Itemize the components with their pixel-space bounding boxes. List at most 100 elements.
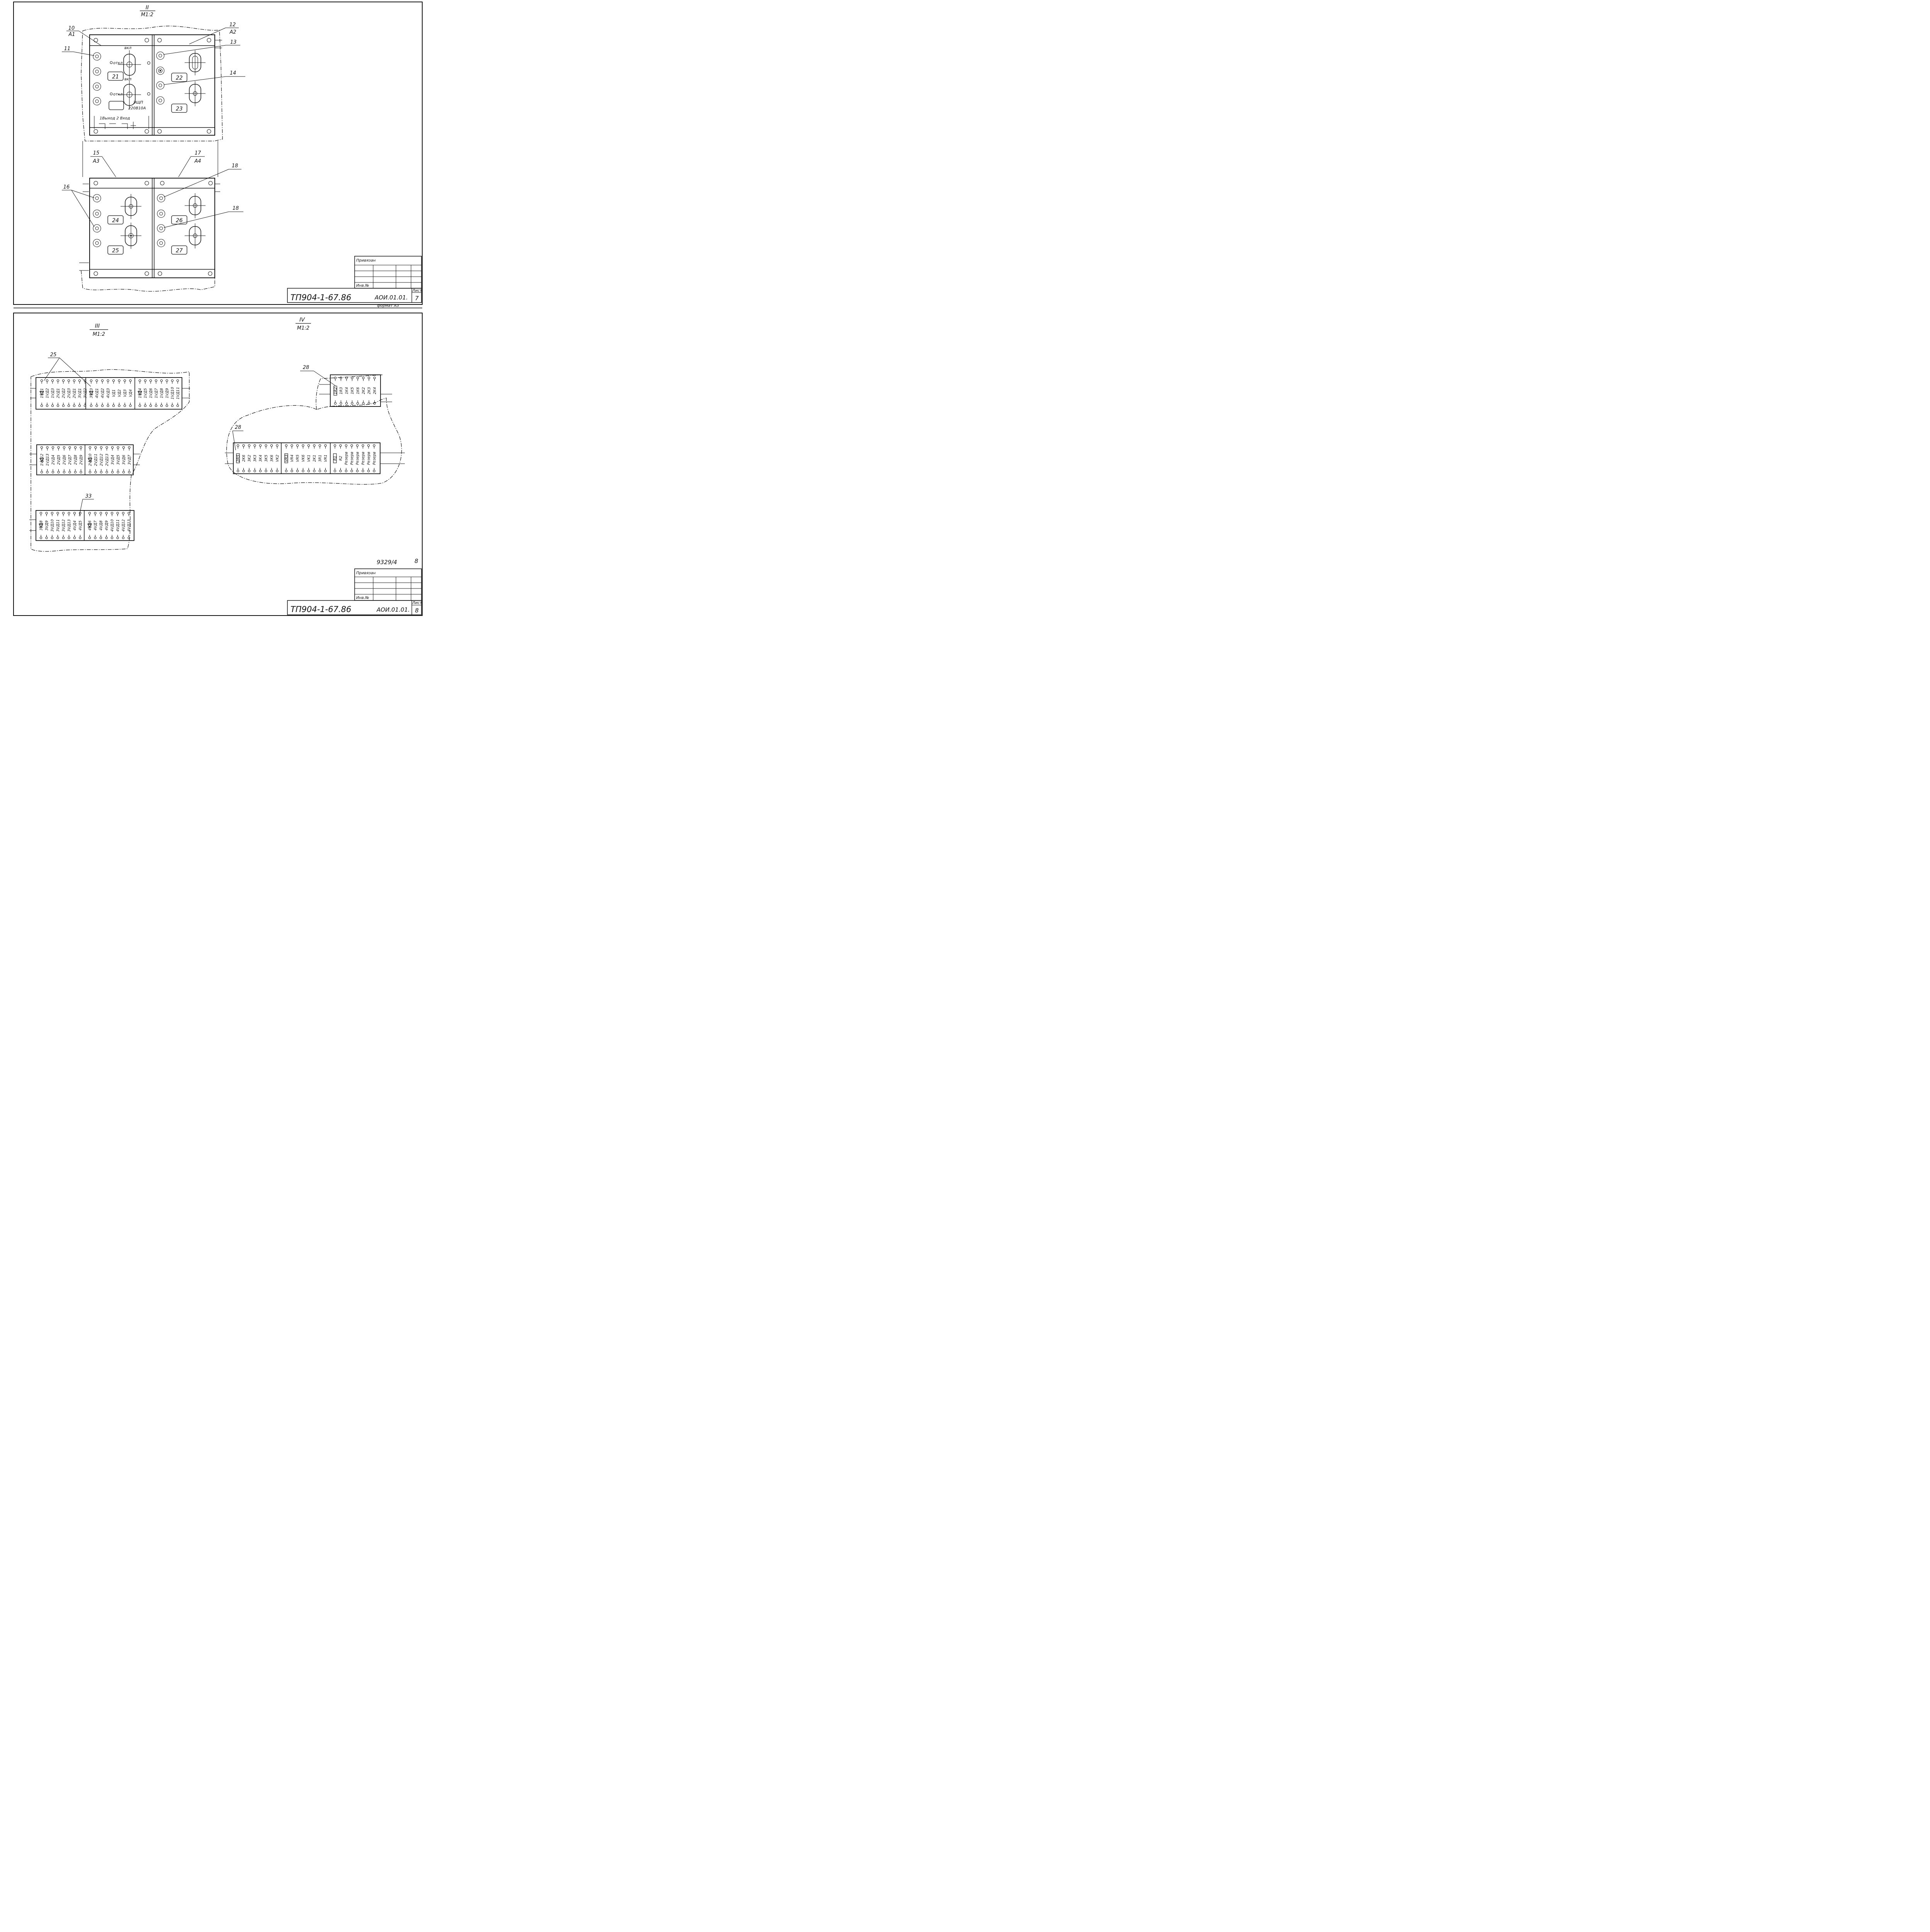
- terminal-label: 2K4: [373, 387, 377, 394]
- terminal-label: 4VД9: [105, 520, 109, 531]
- a4-device-bottom: [185, 223, 206, 248]
- stamp-sheet: 8: [415, 558, 418, 565]
- terminal: 1VД12: [40, 446, 44, 474]
- terminal: 2K1: [313, 444, 317, 473]
- terminal-label: 3VД8: [39, 520, 44, 531]
- title-block-sheet7: Привязан Инв.№ ТП904-1-67.86 АОИ.01.01. …: [287, 256, 423, 308]
- terminal-label: 1K6: [356, 387, 360, 394]
- terminal-label: R1: [333, 456, 338, 461]
- terminal: Резерв: [372, 444, 377, 473]
- terminal-label: 1VД4: [138, 388, 143, 398]
- terminal-label: 4VД2: [101, 388, 105, 398]
- terminal: 2VД5: [57, 446, 61, 474]
- label-ezshp: ЭЩП: [133, 100, 143, 105]
- terminal-label: 4VД6: [88, 520, 92, 531]
- view-3-label: III: [95, 323, 100, 329]
- label-connectors: 1Выход 2 Вход: [100, 116, 130, 121]
- terminal-label: 3VД3: [90, 388, 94, 398]
- callout-17-sub: A4: [194, 158, 201, 164]
- terminal: Резерв: [356, 444, 360, 473]
- terminal-label: R2: [339, 456, 343, 461]
- terminal-label: 1VД11: [176, 387, 180, 399]
- drawing-canvas: II M1:2: [13, 2, 423, 616]
- terminal-label: 3VД11: [56, 519, 60, 532]
- a2-socket-column: [156, 51, 165, 105]
- terminal: VK6: [301, 444, 306, 473]
- terminal: 3VД1: [78, 379, 82, 407]
- terminal: 3K3: [253, 444, 257, 473]
- callout-12-sub: A2: [229, 29, 236, 35]
- terminal-label: 2K2: [362, 387, 366, 394]
- terminal-label: 4VД13: [127, 519, 131, 532]
- terminal-label: 3R1: [318, 455, 323, 462]
- terminal-label: 3VД5: [116, 455, 121, 465]
- callout-14: 14: [230, 70, 236, 76]
- terminal-label: 2VД6: [63, 455, 67, 465]
- terminal: 4VД4: [73, 512, 77, 539]
- terminal-label: 1VД7: [155, 388, 159, 398]
- terminal: 2K2: [362, 376, 366, 405]
- terminal: Резерв: [345, 444, 349, 473]
- terminal-label: VR5: [296, 454, 300, 462]
- tb7-inv-no: Инв.№: [356, 284, 369, 288]
- view-3-scale: M1:2: [93, 332, 105, 337]
- terminal-label: Резерв: [361, 452, 365, 465]
- tb8-doc-code: ТП904-1-67.86: [291, 605, 351, 614]
- tb8-list-label: Лист: [412, 601, 423, 605]
- diode-symbol: [87, 524, 92, 528]
- terminal: 1R3: [339, 376, 343, 405]
- a1-socket-column: [93, 52, 101, 105]
- terminal: 1K4: [345, 376, 349, 405]
- terminal-label: VR1: [324, 454, 328, 462]
- terminal-label: 2K3: [367, 387, 372, 394]
- terminal: 2VД2: [62, 379, 66, 407]
- terminal-label: 4VД1: [95, 388, 99, 398]
- box-25: 25: [112, 248, 119, 254]
- diode-symbol: [39, 458, 44, 462]
- terminal: R1: [333, 444, 338, 473]
- terminal: 2VД3: [67, 379, 71, 407]
- resistor-symbol: [333, 386, 337, 396]
- terminal: 1VД5: [144, 379, 148, 407]
- terminal-label: VK1: [307, 455, 311, 462]
- terminal-label: 3VД9: [45, 520, 49, 531]
- callouts-sheet7: 10 A1 11 12 A2 13 14 15 A3 17 A4: [62, 22, 245, 228]
- terminal-label: 4VД11: [116, 519, 120, 532]
- a3-device-top: [121, 194, 141, 219]
- terminal: Резерв: [367, 444, 371, 473]
- terminal-label: 2VД8: [74, 455, 78, 465]
- terminal: 3VД12: [62, 512, 66, 539]
- terminal-label: 2VД2: [62, 388, 66, 398]
- terminal: VД4: [129, 379, 133, 407]
- terminal-label: 2K6: [242, 455, 246, 462]
- terminal-label: 1VД12: [40, 454, 44, 466]
- terminal: 4VД2: [101, 379, 105, 407]
- callout-25: 25: [50, 352, 57, 358]
- resistor-symbol: [284, 453, 288, 463]
- terminal: 2K3: [367, 376, 372, 405]
- terminal-label: 2K1: [313, 455, 317, 462]
- terminal: 4VД13: [127, 512, 131, 539]
- terminal: 4VД3: [106, 379, 110, 407]
- terminal-label: 4VД10: [110, 519, 115, 532]
- terminal-label: 2VД9: [79, 455, 83, 465]
- tb7-format: формат А3: [377, 304, 399, 308]
- terminal: Резерв: [361, 444, 365, 473]
- terminal: 2VД1: [73, 379, 77, 407]
- label-otkl-top: откл: [113, 61, 123, 65]
- callout-12: 12: [229, 22, 236, 28]
- terminal-label: 1VД6: [149, 388, 153, 398]
- terminal: 2VД6: [63, 446, 67, 474]
- terminal: 2VД4: [51, 446, 56, 474]
- terminal-label: 1VД8: [160, 388, 164, 398]
- tb7-privyazan: Привязан: [356, 259, 376, 263]
- callout-15: 15: [93, 150, 100, 156]
- diode-symbol: [138, 391, 142, 395]
